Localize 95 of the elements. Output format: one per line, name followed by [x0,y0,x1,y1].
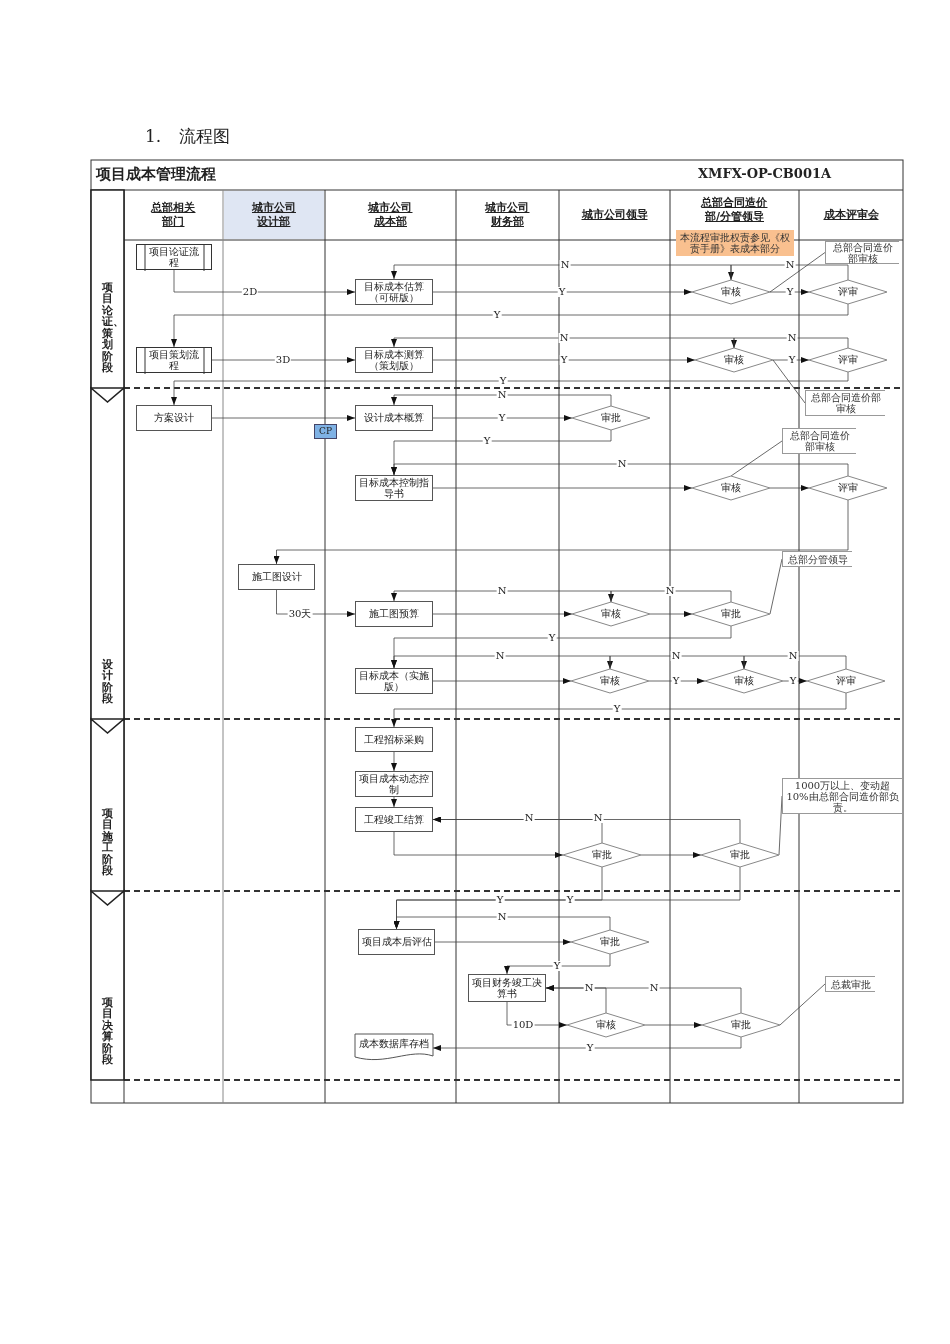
process-box: 设计成本概算 [355,405,433,431]
connector-arrow [391,796,397,808]
edge-label: Y [557,287,567,297]
diagram-title: 项目成本管理流程 [96,165,216,184]
edge-label: N [523,813,535,823]
process-box: 目标成本估算（可研版） [355,279,433,305]
process-box: 项目成本动态控制 [355,771,433,797]
edge-label: Y [787,355,797,365]
edge-label: Y [498,376,508,386]
edge-label: Y [559,355,569,365]
decision-diamond: 评审 [809,476,887,500]
section-heading: 1. 流程图 [145,125,230,148]
edge-label: N [786,333,798,343]
edge-label: N [664,586,676,596]
process-box: 项目财务竣工决算书 [468,974,546,1002]
process-box: 工程竣工结算 [355,807,433,832]
leader-line [730,440,783,477]
edge-label: Y [547,633,557,643]
edge-label: 3D [274,355,292,365]
process-box: 目标成本测算（策划版） [355,347,433,373]
callout-box: 总部合同造价部审核 [805,390,885,416]
edge-label: N [787,651,799,661]
decision-diamond: 审批 [571,930,649,954]
decision-diamond: 审核 [567,1013,645,1037]
edge-label: N [583,983,595,993]
process-box: 方案设计 [136,405,212,431]
edge-label: Y [785,287,795,297]
lane-header: 城市公司领导 [559,190,670,240]
phase-band: 设计阶段 [91,388,124,719]
edge-label: Y [495,895,505,905]
decision-diamond: 审核 [572,602,650,626]
edge-label: N [496,390,508,400]
edge-label: Y [585,1043,595,1053]
decision-diamond: 审批 [572,406,650,430]
lane-header: 城市公司成本部 [325,190,456,240]
edge-label: Y [612,704,622,714]
edge-label: N [670,651,682,661]
subprocess-box: 项目策划流程 [136,347,212,373]
edge-label: N [559,260,571,270]
lane-header: 城市公司财务部 [456,190,559,240]
decision-diamond: 审批 [702,1013,780,1037]
decision-diamond: 审核 [692,280,770,304]
callout-box: 1000万以上、变动超10%由总部合同造价部负责。 [782,778,902,814]
decision-diamond: 评审 [809,348,887,372]
edge-label: Y [552,961,562,971]
process-box: 目标成本（实施版） [355,668,433,694]
phase-band: 项目施工阶段 [91,719,124,891]
leader-line [769,252,826,293]
decision-diamond: 评审 [809,280,887,304]
edge-label: 30天 [287,609,313,619]
edge-label: N [496,586,508,596]
process-box: 项目成本后评估 [358,929,435,955]
leader-line [772,359,806,404]
edge-label: Y [788,676,798,686]
decision-diamond: 评审 [807,669,885,693]
edge-label: N [616,459,628,469]
callout-box: 总部合同造价部审核 [782,428,856,454]
edge-label: N [496,912,508,922]
decision-diamond: 审核 [695,348,773,372]
callout-box: 总裁审批 [825,976,875,992]
decision-diamond: 审批 [701,843,779,867]
decision-diamond: 审核 [692,476,770,500]
decision-diamond: 审批 [563,843,641,867]
decision-diamond: 审批 [692,602,770,626]
checkpoint-box: CP [314,424,337,439]
edge-label: N [494,651,506,661]
process-box: 工程招标采购 [355,727,433,752]
edge-label: 2D [241,287,259,297]
note-box: 本流程审批权责参见《权责手册》表成本部分 [676,230,794,256]
lane-header: 城市公司设计部 [223,190,325,240]
edge-label: N [592,813,604,823]
process-box: 施工图预算 [355,601,433,627]
phase-band: 项目论证、策划阶段 [91,190,124,388]
callout-box: 总部合同造价部审核 [825,241,899,264]
document-shape: 成本数据库存档 [355,1034,433,1062]
callout-box: 总部分管领导 [782,551,852,567]
edge-label: Y [497,413,507,423]
decision-diamond: 审核 [571,669,649,693]
edge-label: N [784,260,796,270]
subprocess-box: 项目论证流程 [136,244,212,270]
edge-label: N [558,333,570,343]
lane-header: 成本评审会 [799,190,903,240]
edge-label: Y [671,676,681,686]
phase-band: 项目决算阶段 [91,891,124,1080]
process-box: 施工图设计 [238,564,315,590]
process-box: 目标成本控制指导书 [355,475,433,501]
edge-label: 10D [511,1020,535,1030]
edge-label: Y [565,895,575,905]
edge-label: Y [492,310,502,320]
leader-line [779,983,826,1026]
document-code: XMFX-OP-CB001A [698,166,832,181]
decision-diamond: 审核 [705,669,783,693]
edge-label: N [648,983,660,993]
leader-line [769,558,783,615]
edge-label: Y [482,436,492,446]
